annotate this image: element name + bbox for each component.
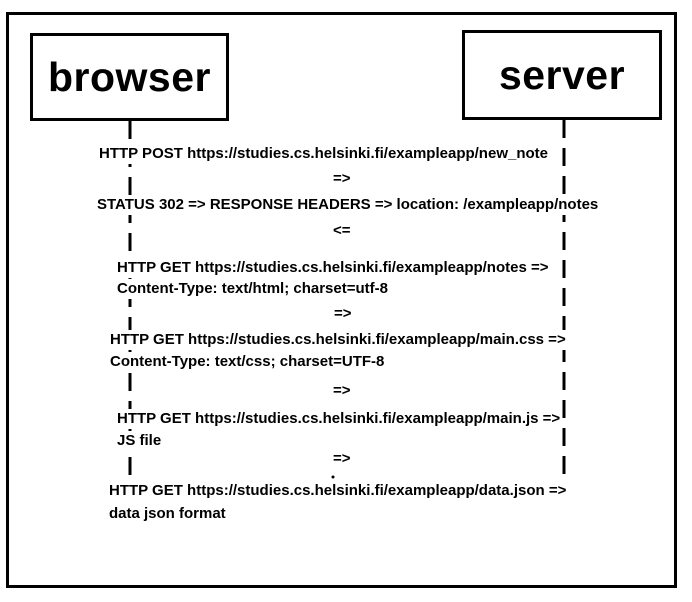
stray-dot (331, 475, 335, 479)
arrow-request-5: => (330, 450, 354, 468)
message-post-new-note: HTTP POST https://studies.cs.helsinki.fi… (98, 144, 549, 164)
server-label: server (498, 51, 626, 98)
message-status-302: STATUS 302 => RESPONSE HEADERS => locati… (96, 195, 600, 215)
message-get-main-css-content-type: Content-Type: text/css; charset=UTF-8 (109, 352, 386, 372)
arrow-request-4: => (330, 382, 354, 400)
message-get-main-js-note: JS file (116, 431, 163, 451)
arrow-request-3: => (331, 305, 355, 323)
message-get-notes: HTTP GET https://studies.cs.helsinki.fi/… (116, 258, 550, 278)
browser-label: browser (48, 53, 211, 100)
message-get-data-json-note: data json format (108, 504, 227, 524)
message-get-main-js: HTTP GET https://studies.cs.helsinki.fi/… (116, 409, 562, 429)
message-get-data-json: HTTP GET https://studies.cs.helsinki.fi/… (108, 481, 568, 501)
server-actor-box: server (462, 30, 662, 120)
arrow-response-1: <= (330, 222, 354, 240)
browser-actor-box: browser (30, 33, 229, 121)
arrow-request-1: => (330, 170, 354, 188)
message-get-notes-content-type: Content-Type: text/html; charset=utf-8 (116, 279, 389, 299)
message-get-main-css: HTTP GET https://studies.cs.helsinki.fi/… (109, 330, 567, 350)
